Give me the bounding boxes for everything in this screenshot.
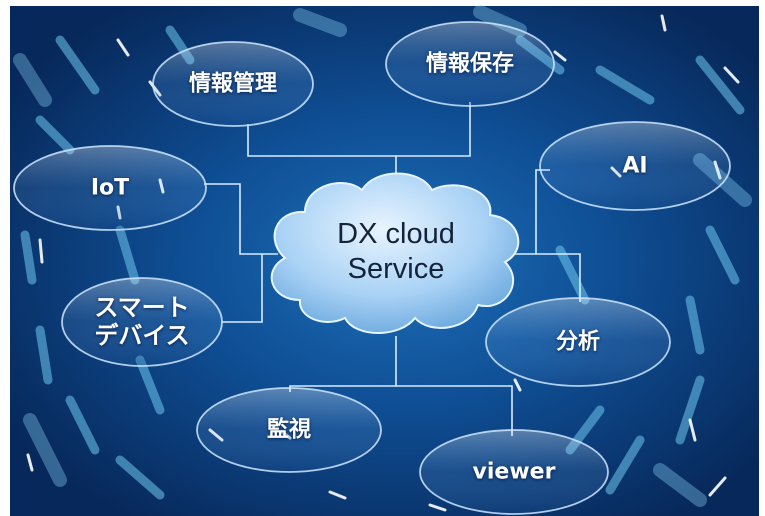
center-label-line1: DX cloud — [337, 218, 455, 251]
oval-kanshi — [196, 387, 382, 473]
node-label-kanshi: 監視 — [266, 417, 312, 443]
node-label-bunseki: 分析 — [555, 329, 601, 355]
central-cloud — [270, 172, 520, 334]
oval-smart-device — [61, 277, 223, 367]
connector-lines — [204, 102, 581, 436]
node-label-smart-line2: デバイス — [94, 321, 190, 349]
oval-joho-kanri — [152, 41, 314, 127]
center-label-line2: Service — [347, 253, 445, 285]
node-label-joho-kanri: 情報管理 — [188, 71, 278, 97]
oval-iot — [13, 145, 207, 231]
oval-viewer — [419, 429, 609, 515]
oval-bunseki — [485, 297, 671, 387]
center-label: DX cloud Service — [337, 217, 455, 287]
node-ovals — [13, 21, 731, 515]
oval-ai — [539, 121, 731, 211]
node-label-viewer: viewer — [472, 459, 556, 485]
node-label-iot: IoT — [90, 175, 130, 201]
node-label-joho-hozon: 情報保存 — [425, 51, 515, 77]
node-label-smart-line1: スマート — [94, 293, 190, 322]
oval-joho-hozon — [385, 21, 555, 107]
node-label-smart-device: スマート デバイス — [94, 294, 189, 349]
node-label-ai: AI — [622, 153, 648, 179]
